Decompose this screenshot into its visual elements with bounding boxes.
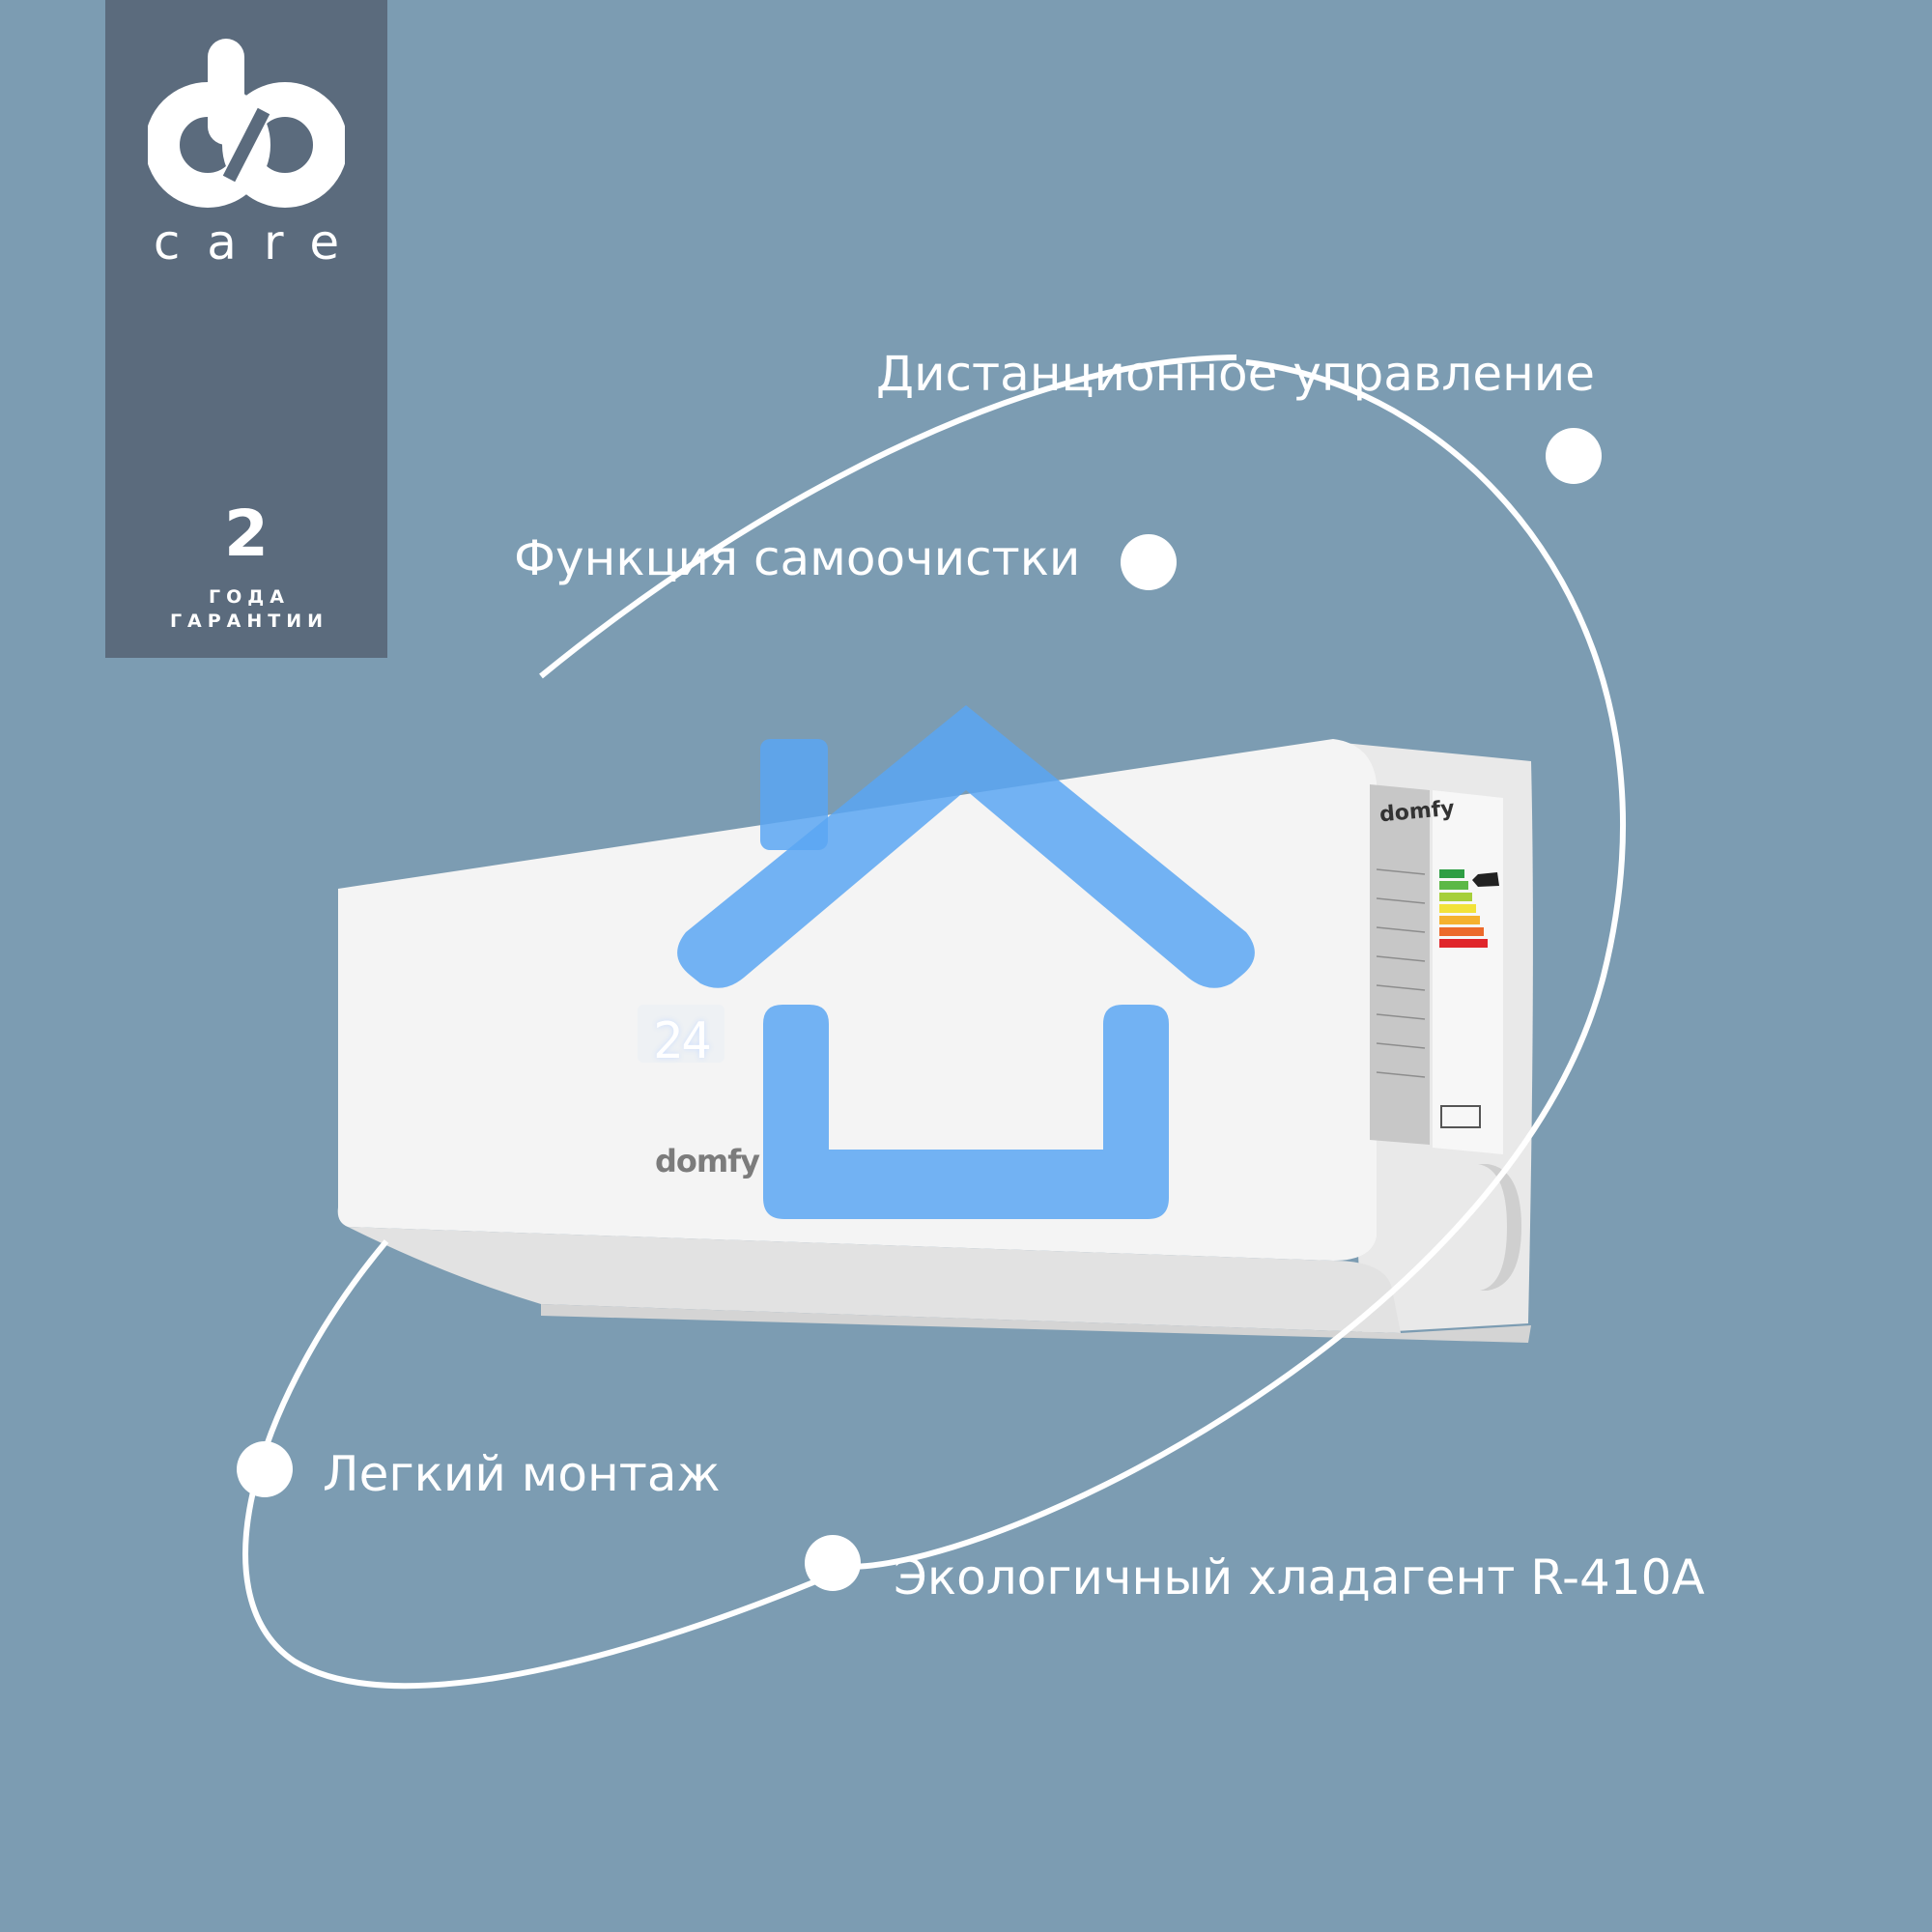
feature-eco-refrigerant: Экологичный хладагент R-410A [894,1549,1705,1605]
ac-brand-logo: domfy [655,1143,760,1179]
house-icon [677,705,1255,1219]
feature-dot-remote-control [1546,428,1602,484]
feature-remote-control: Дистанционное управление [876,346,1596,402]
logo-word: care [153,214,367,270]
warranty-badge: care 2 ГОДА ГАРАНТИИ [105,0,387,658]
air-conditioner-unit [337,739,1533,1343]
feature-easy-install: Легкий монтаж [323,1446,721,1502]
energy-label [1370,784,1503,1154]
feature-dot-eco-refrigerant [805,1535,861,1591]
ac-temperature-display: 24 [653,1012,712,1070]
orbit-line [242,359,1626,1690]
warranty-years: 2 [224,497,269,571]
feature-dot-easy-install [237,1441,293,1497]
warranty-label-line2: ГАРАНТИИ [169,610,329,632]
orbit-line-back [539,355,1237,679]
warranty-label-line1: ГОДА [209,586,290,608]
feature-self-cleaning: Функция самоочистки [514,530,1081,586]
domfy-logo-icon [148,39,345,208]
feature-dot-self-cleaning [1121,534,1177,590]
warranty-label: ГОДА ГАРАНТИИ [105,585,387,633]
